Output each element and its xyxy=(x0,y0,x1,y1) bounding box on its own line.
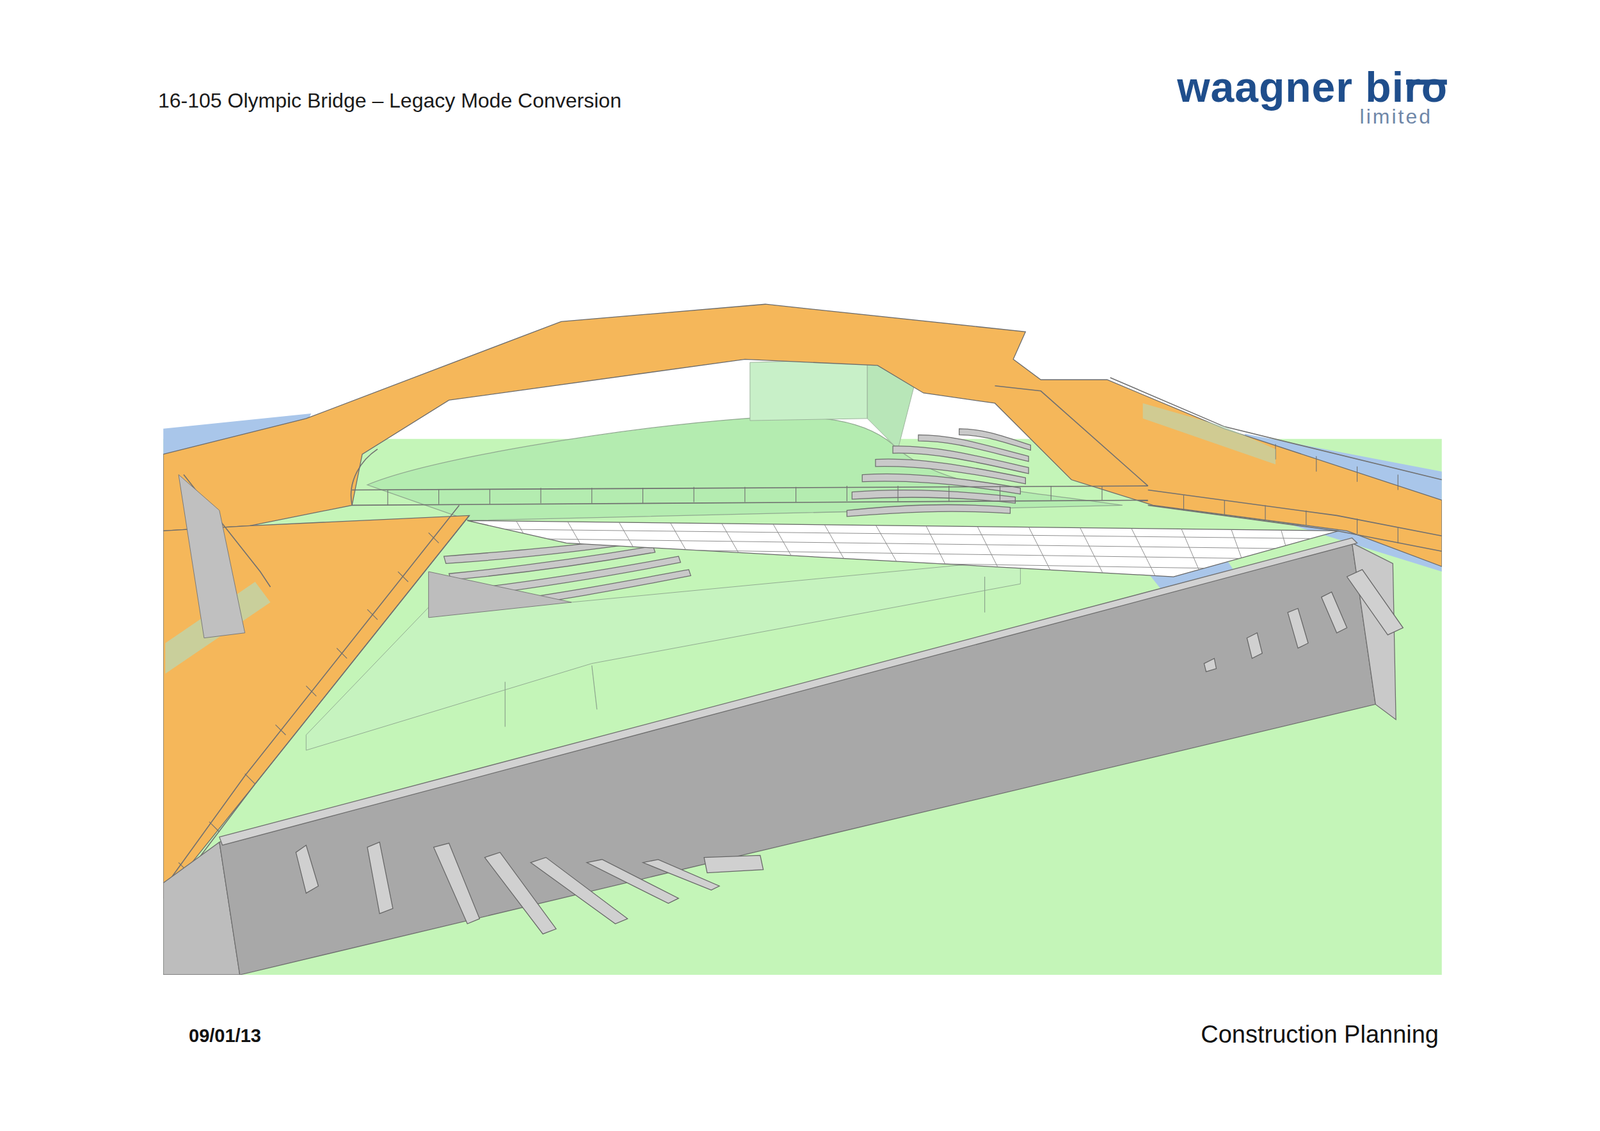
walkway-grid xyxy=(458,510,1347,582)
abutment xyxy=(178,474,246,639)
retaining-wall xyxy=(163,537,1396,975)
render-view xyxy=(163,303,1442,975)
abutment xyxy=(428,571,572,618)
company-logo: waagner biro xyxy=(1176,64,1448,111)
embankment xyxy=(367,416,1123,521)
slide-title: 16-105 Olympic Bridge – Legacy Mode Conv… xyxy=(158,89,622,112)
wall-rib xyxy=(295,569,1403,934)
retaining-wall xyxy=(750,359,868,421)
glass-panel xyxy=(1143,403,1276,465)
company-suffix: limited xyxy=(1360,105,1433,128)
sky xyxy=(163,303,1442,975)
date-label: 09/01/13 xyxy=(188,1025,262,1047)
ground xyxy=(163,439,1442,975)
footer-label: Construction Planning xyxy=(1200,1021,1439,1049)
